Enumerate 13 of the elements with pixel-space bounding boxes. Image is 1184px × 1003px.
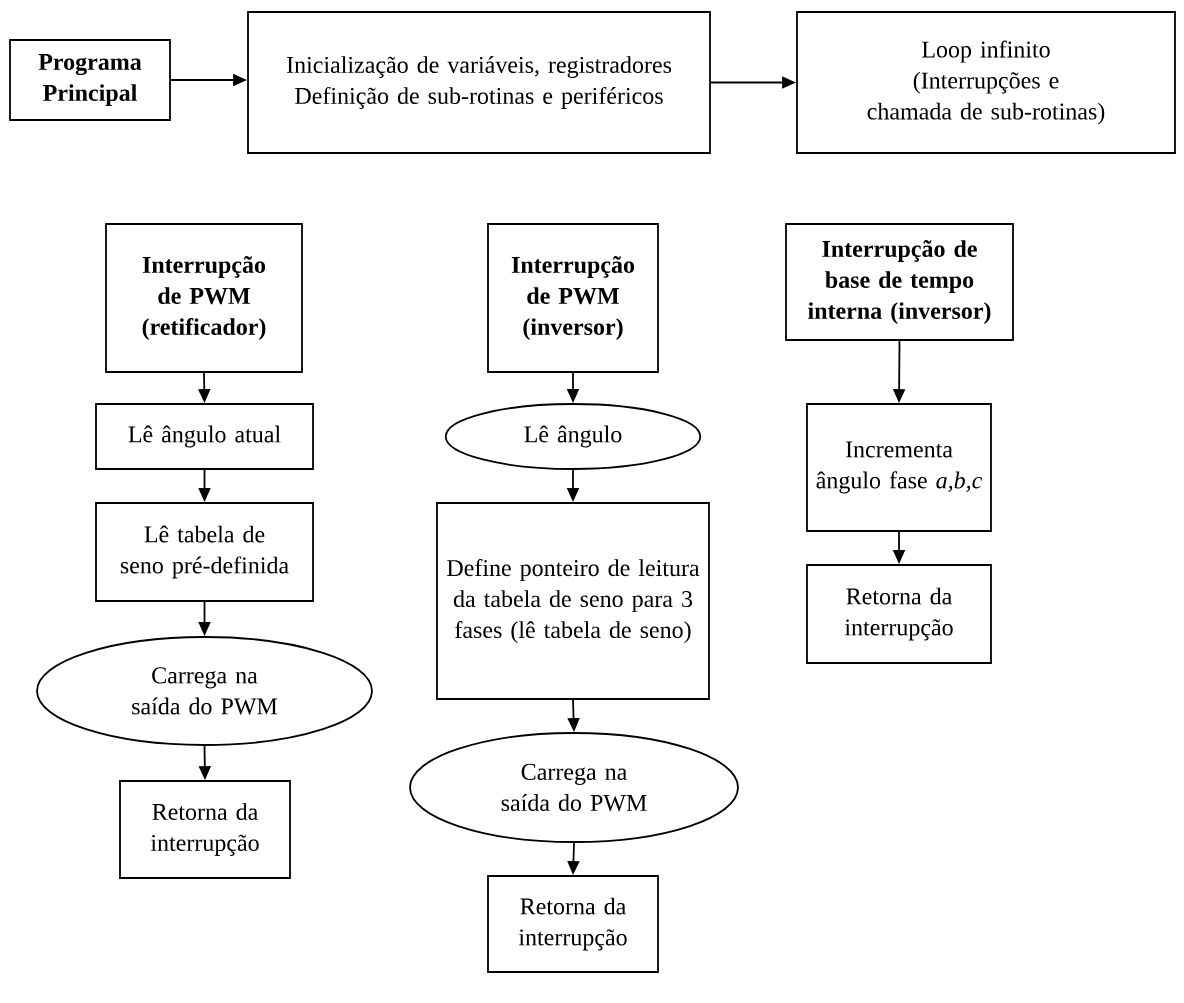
- process-box: Interrupção de PWM (retificador): [105, 223, 303, 373]
- process-box: Inicialização de variáveis, registradores Definição de sub-rotinas e periféricos: [247, 11, 711, 154]
- process-box: Retorna da interrupção: [806, 564, 992, 664]
- process-box: Incrementa ângulo fase a,b,c: [806, 403, 992, 532]
- process-box: Retorna da interrupção: [119, 780, 291, 879]
- process-box: Interrupção de PWM (inversor): [487, 223, 659, 373]
- process-box: Define ponteiro de leitura da tabela de seno para 3 fases (lê tabela de seno): [436, 502, 710, 700]
- process-box: Lê ângulo atual: [95, 403, 314, 470]
- process-box: Interrupção de base de tempo interna (inversor): [785, 223, 1014, 341]
- process-box: Loop infinito (Interrupções e chamada de sub-rotinas): [796, 11, 1176, 154]
- process-box: Lê tabela de seno pré-definida: [95, 502, 314, 602]
- process-box: Programa Principal: [9, 39, 171, 121]
- process-box: Retorna da interrupção: [487, 875, 659, 973]
